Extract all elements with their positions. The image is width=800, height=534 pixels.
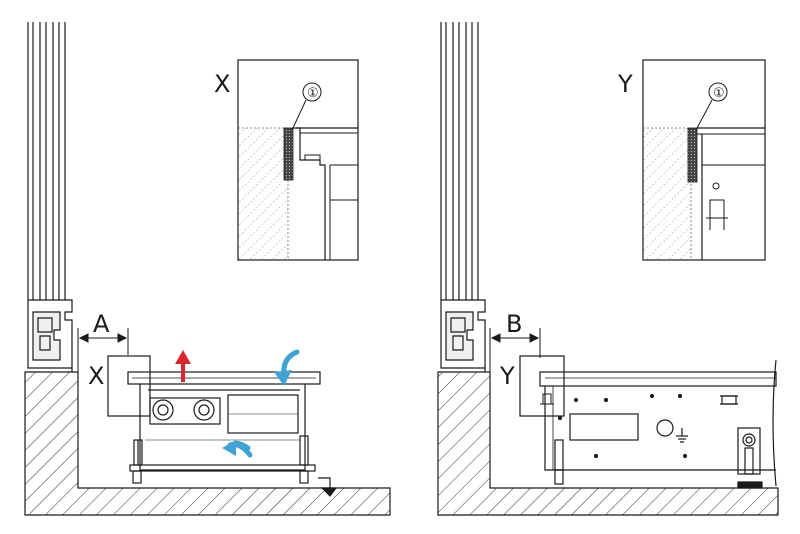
warm-air-arrow-icon (175, 350, 191, 382)
right-wall (437, 371, 779, 516)
left-window-frame (27, 22, 73, 372)
left-wall (24, 371, 391, 516)
right-detail-view (642, 59, 766, 261)
cool-air-arrow-icon-lower (227, 442, 253, 458)
left-section-label: X (88, 362, 104, 390)
left-dimension-label: A (93, 310, 110, 338)
right-detail-callout: ① (713, 86, 725, 101)
right-callout-circle (708, 82, 728, 102)
left-convector-unit (127, 371, 338, 497)
right-convector-unit (539, 359, 777, 489)
right-dimension-label: B (506, 310, 522, 338)
right-panel: B (437, 22, 779, 516)
right-dimension (489, 328, 541, 372)
right-window-frame (440, 22, 486, 372)
left-detail-callout: ① (307, 86, 319, 101)
right-section-box (519, 355, 565, 417)
right-detail-label: Y (617, 70, 633, 98)
left-detail-label: X (214, 70, 230, 98)
ground-symbol-icon (676, 428, 688, 443)
cool-air-arrow-icon (222, 349, 300, 456)
left-detail-view (237, 59, 359, 261)
left-seal (283, 127, 294, 181)
right-section-label: Y (499, 362, 515, 390)
left-section-box (107, 355, 151, 417)
left-callout-circle (302, 82, 322, 102)
right-seal (687, 127, 698, 183)
left-dimension (77, 328, 129, 372)
left-panel: A (24, 22, 391, 516)
